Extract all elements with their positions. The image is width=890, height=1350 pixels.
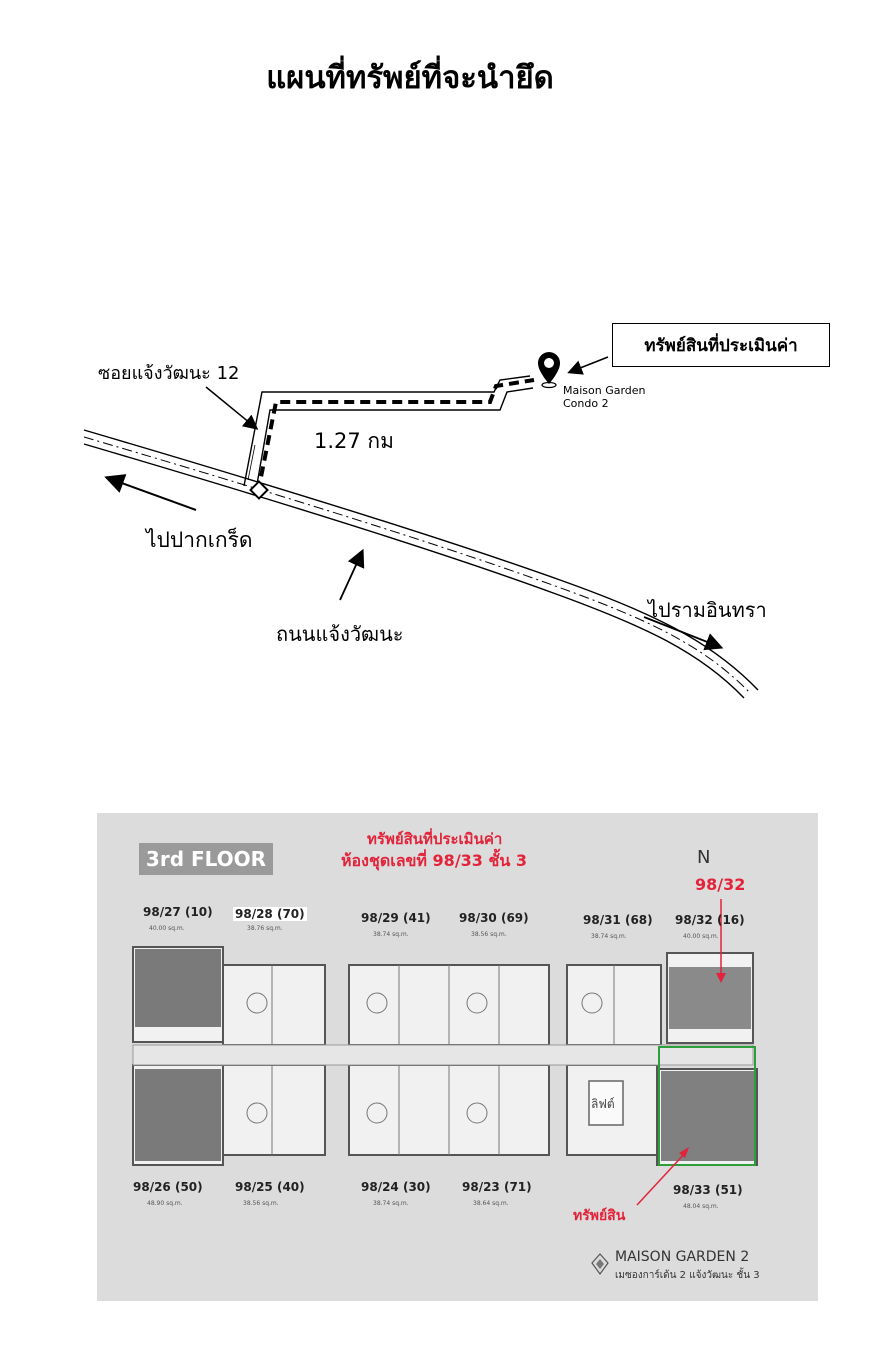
floor-badge: 3rd FLOOR xyxy=(139,843,273,875)
elevator-label: ลิฟต์ xyxy=(591,1097,615,1111)
unit-area-98-30: 38.56 sq.m. xyxy=(471,931,507,938)
pin-label-line1: Maison Garden xyxy=(563,384,646,397)
page-title: แผนที่ทรัพย์ที่จะนำยึด xyxy=(266,60,554,96)
plan-heading-line2: ห้องชุดเลขที่ 98/33 ชั้น 3 xyxy=(341,851,527,870)
target-property-label: ทรัพย์สินที่ประเมินค่า xyxy=(612,323,830,367)
brand-logo-icon xyxy=(591,1253,609,1276)
unit-98-33-highlight xyxy=(658,1046,756,1166)
arrow-to-soi xyxy=(205,386,259,430)
junction-marker xyxy=(249,480,269,500)
route-dashed xyxy=(256,378,535,493)
unit-label-98-26: 98/26 (50) xyxy=(133,1180,203,1194)
to-pak-kret-label: ไปปากเกร็ด xyxy=(146,528,253,552)
floor-plan-drawing xyxy=(132,899,758,1206)
unit-label-98-31: 98/31 (68) xyxy=(583,913,653,927)
plan-heading-line1: ทรัพย์สินที่ประเมินค่า xyxy=(367,830,503,848)
main-road xyxy=(83,429,759,699)
unit-area-98-23: 38.64 sq.m. xyxy=(473,1200,509,1207)
unit-area-98-26: 48.90 sq.m. xyxy=(147,1200,183,1207)
unit-label-98-23: 98/23 (71) xyxy=(462,1180,532,1194)
unit-label-98-29: 98/29 (41) xyxy=(361,911,431,925)
unit-label-98-25: 98/25 (40) xyxy=(235,1180,305,1194)
unit-label-98-28: 98/28 (70) xyxy=(233,907,307,921)
unit-label-98-30: 98/30 (69) xyxy=(459,911,529,925)
distance-label: 1.27 กม xyxy=(314,429,394,453)
road-name-label: ถนนแจ้งวัฒนะ xyxy=(276,622,404,646)
unit-area-98-29: 38.74 sq.m. xyxy=(373,931,409,938)
pin-label-line2: Condo 2 xyxy=(563,397,609,410)
arrow-to-pin xyxy=(567,356,609,375)
unit-area-98-27: 40.00 sq.m. xyxy=(149,925,185,932)
pin-label: Maison Garden Condo 2 xyxy=(563,384,646,410)
unit-area-98-24: 38.74 sq.m. xyxy=(373,1200,409,1207)
property-label: ทรัพย์สิน xyxy=(573,1208,626,1224)
arrow-to-ram-intra xyxy=(643,616,724,651)
marker-98-32: 98/32 xyxy=(695,875,746,894)
unit-label-98-24: 98/24 (30) xyxy=(361,1180,431,1194)
unit-label-98-27: 98/27 (10) xyxy=(143,905,213,919)
unit-area-98-28: 38.76 sq.m. xyxy=(247,925,283,932)
arrow-to-pak-kret xyxy=(104,474,197,511)
location-map xyxy=(83,352,759,699)
to-ram-intra-label: ไปรามอินทรา xyxy=(648,598,767,622)
unit-label-98-32: 98/32 (16) xyxy=(675,913,745,927)
north-indicator: N xyxy=(697,847,711,868)
unit-area-98-32: 40.00 sq.m. xyxy=(683,933,719,940)
brand-subtitle: เมซองการ์เด้น 2 แจ้งวัฒนะ ชั้น 3 xyxy=(615,1270,760,1281)
arrow-to-road xyxy=(339,548,365,601)
unit-label-98-33: 98/33 (51) xyxy=(673,1183,743,1197)
soi-label: ซอยแจ้งวัฒนะ 12 xyxy=(98,363,240,384)
brand-name: MAISON GARDEN 2 xyxy=(615,1249,750,1265)
unit-area-98-25: 38.56 sq.m. xyxy=(243,1200,279,1207)
unit-area-98-31: 38.74 sq.m. xyxy=(591,933,627,940)
floor-plan: 3rd FLOOR ทรัพย์สินที่ประเมินค่า ห้องชุด… xyxy=(97,813,818,1301)
unit-area-98-33: 48.04 sq.m. xyxy=(683,1203,719,1210)
location-pin-icon xyxy=(538,352,560,389)
